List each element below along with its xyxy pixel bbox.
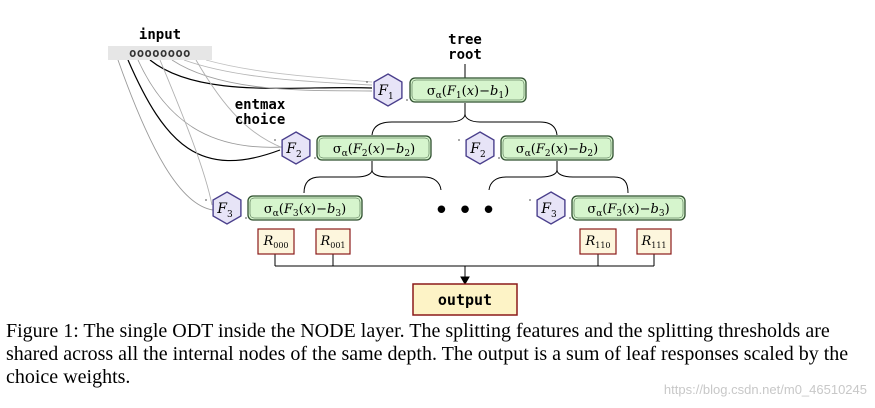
leaf-response: R110 xyxy=(579,228,617,255)
tree-edges xyxy=(303,103,629,194)
leaf-response: R001 xyxy=(315,228,351,255)
input-curve xyxy=(117,59,214,211)
threshold-box xyxy=(500,135,614,161)
threshold-box xyxy=(409,77,527,103)
input-curve xyxy=(127,59,281,162)
threshold-box xyxy=(316,135,432,161)
tree-root-label-line1: tree xyxy=(448,32,482,48)
leaf-label: R000 xyxy=(262,234,288,250)
threshold-formula: σα(F3(x)−b3) xyxy=(587,202,669,219)
feature-hexagon-icon xyxy=(281,131,311,165)
leaf-label: R110 xyxy=(584,234,610,250)
tree-leaves: R000 R001 R110 R111 xyxy=(257,228,672,255)
watermark: https://blog.csdn.net/m0_46510245 xyxy=(663,382,867,397)
input-feature-bar: oooooooo xyxy=(108,46,212,60)
input-label: input xyxy=(139,27,181,43)
input-curve xyxy=(195,59,284,149)
input-curve xyxy=(205,59,373,83)
feature-hexagon-icon xyxy=(465,131,495,165)
leaf-response: R111 xyxy=(636,228,672,255)
input-curve xyxy=(183,59,373,86)
ellipsis-dots: • • • xyxy=(434,196,497,226)
leaf-response: R000 xyxy=(257,228,295,255)
threshold-box xyxy=(571,195,686,221)
feature-hexagon-icon xyxy=(212,191,242,225)
feature-hexagon-icon xyxy=(373,73,403,107)
output-label: output xyxy=(438,291,492,309)
figure-caption: Figure 1: The single ODT inside the NODE… xyxy=(6,320,849,388)
leaf-label: R111 xyxy=(640,234,666,250)
entmax-label-line1: entmax xyxy=(235,97,286,113)
leaf-label: R001 xyxy=(319,234,345,250)
threshold-formula: σα(F1(x)−b1) xyxy=(427,84,509,101)
tree-root-label-line2: root xyxy=(448,47,482,63)
input-curve xyxy=(171,59,373,92)
output-box: output xyxy=(412,283,518,316)
input-connection-curves xyxy=(117,59,373,211)
entmax-label-line2: choice xyxy=(235,112,286,128)
feature-hexagon-icon xyxy=(536,191,566,225)
threshold-formula: σα(F3(x)−b3) xyxy=(264,202,346,219)
threshold-formula: σα(F2(x)−b2) xyxy=(516,142,598,159)
input-curve xyxy=(159,59,213,206)
input-glyphs: oooooooo xyxy=(129,46,191,60)
output-collection-lines xyxy=(274,254,655,286)
input-curve xyxy=(137,59,283,148)
threshold-box xyxy=(247,195,363,221)
input-curve xyxy=(149,59,373,89)
threshold-formula: σα(F2(x)−b2) xyxy=(333,142,415,159)
